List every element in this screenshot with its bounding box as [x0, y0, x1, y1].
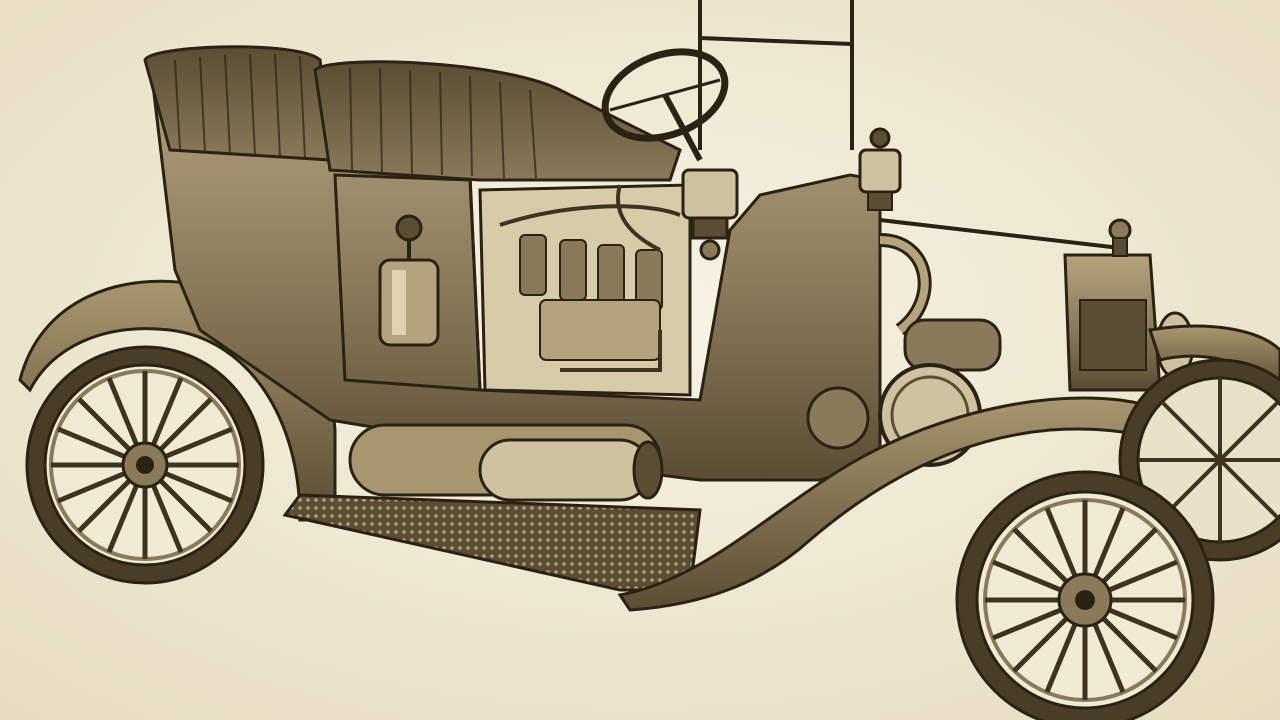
front-fender-far	[1148, 324, 1280, 393]
front-seat	[313, 60, 682, 182]
rear-wheel	[25, 345, 265, 585]
muffler	[348, 423, 664, 502]
front-wheel	[955, 470, 1215, 720]
running-board	[282, 493, 702, 592]
side-lamp	[681, 168, 739, 261]
rear-seat	[143, 45, 332, 162]
engine-cutaway	[478, 183, 692, 397]
steering-wheel	[601, 48, 729, 162]
door-panel	[333, 173, 482, 392]
front-lamp	[858, 127, 902, 211]
oil-canister	[378, 214, 440, 347]
